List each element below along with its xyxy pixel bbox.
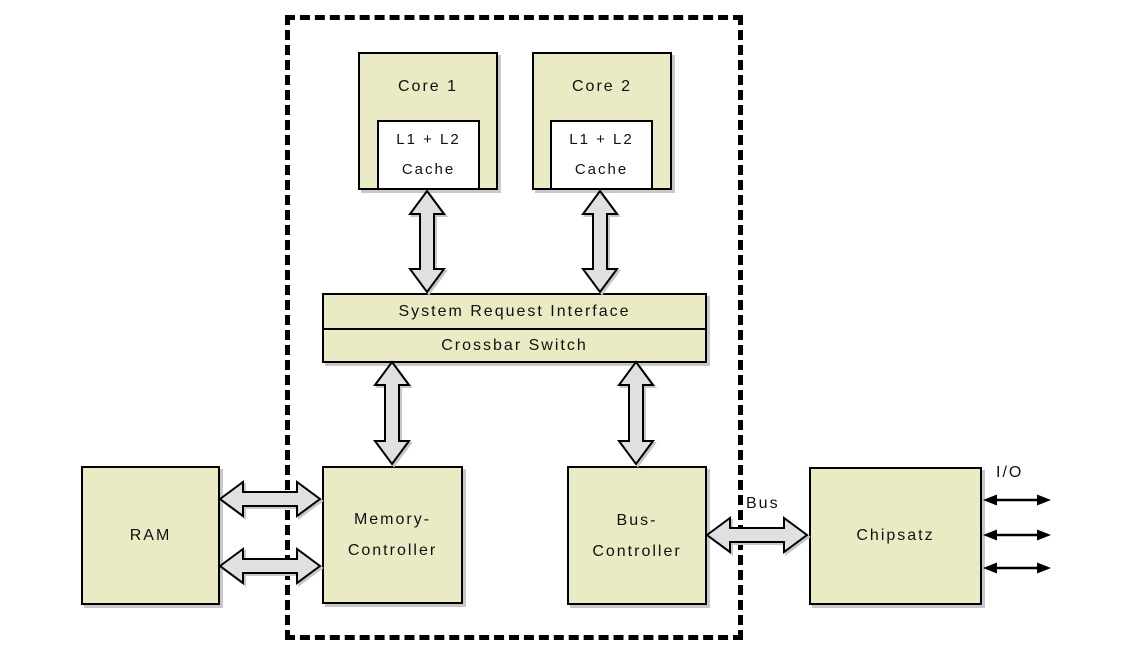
- io-double-arrow-3-icon: [983, 562, 1051, 574]
- cache2-line2: Cache: [574, 161, 629, 178]
- crossbar-switch-label: Crossbar Switch: [441, 336, 588, 354]
- memory-controller-line2: Controller: [347, 542, 438, 559]
- system-request-interface-box: System Request Interface: [322, 293, 707, 330]
- cache2-line1: L1 + L2: [569, 131, 634, 148]
- bus-controller-line2: Controller: [592, 542, 682, 560]
- cache1-line2: Cache: [401, 161, 456, 178]
- ram-label: RAM: [129, 526, 172, 544]
- system-request-interface-label: System Request Interface: [398, 302, 631, 320]
- io-double-arrow-1-icon: [983, 494, 1051, 506]
- interconnect-stack: System Request Interface Crossbar Switch: [322, 293, 707, 363]
- double-arrow-ram-memory-controller-bottom-icon: [218, 547, 322, 585]
- cache2-box: L1 + L2 Cache: [550, 120, 653, 190]
- cache1-box: L1 + L2 Cache: [377, 120, 480, 190]
- bus-controller-box: Bus- Controller: [567, 466, 707, 605]
- io-label: I/O: [996, 464, 1024, 481]
- cpu-die-boundary: [285, 15, 743, 640]
- io-double-arrow-2-icon: [983, 529, 1051, 541]
- memory-controller-box: Memory- Controller: [322, 466, 463, 604]
- cache1-line1: L1 + L2: [396, 131, 461, 148]
- bus-controller-line1: Bus-: [616, 511, 658, 529]
- double-arrow-crossbar-bus-controller-icon: [617, 360, 655, 466]
- core2-label: Core 2: [571, 78, 633, 95]
- crossbar-switch-box: Crossbar Switch: [322, 328, 707, 363]
- chipset-box: Chipsatz: [809, 467, 982, 605]
- double-arrow-cache2-sri-icon: [581, 189, 619, 294]
- bus-connection-label: Bus: [746, 495, 780, 512]
- ram-box: RAM: [81, 466, 220, 605]
- chipset-label: Chipsatz: [856, 527, 935, 544]
- core1-label: Core 1: [397, 78, 459, 95]
- double-arrow-crossbar-memory-controller-icon: [373, 360, 411, 466]
- double-arrow-bus-icon: [705, 516, 809, 554]
- memory-controller-line1: Memory-: [353, 511, 432, 528]
- double-arrow-ram-memory-controller-top-icon: [218, 480, 322, 518]
- double-arrow-cache1-sri-icon: [408, 189, 446, 294]
